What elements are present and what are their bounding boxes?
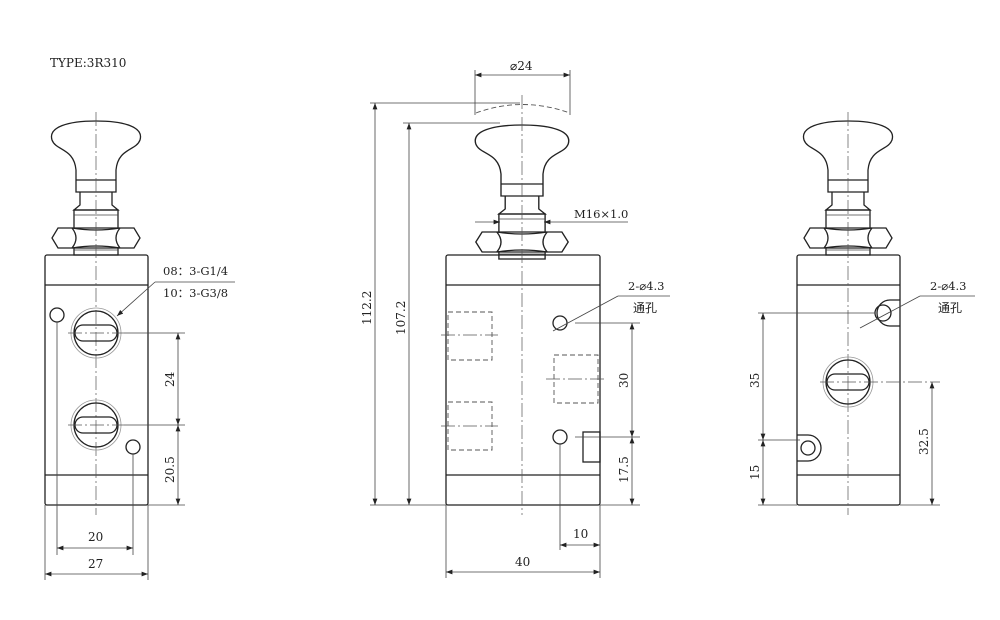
hole-label: 2-⌀4.3 <box>930 279 966 293</box>
dim-hole-spacing: 20 <box>88 530 103 544</box>
hole-note: 通孔 <box>633 301 657 315</box>
dim-hole-to-bottom: 17.5 <box>617 456 631 483</box>
dim-port-to-bottom: 20.5 <box>163 456 177 483</box>
dim-thread: M16×1.0 <box>574 207 628 221</box>
dim-total-height: 107.2 <box>394 301 408 335</box>
hole-note: 通孔 <box>938 301 962 315</box>
dim-knob-dia: ⌀24 <box>510 59 533 73</box>
port-label-2: 10：3-G3/8 <box>163 286 228 300</box>
dim-hole-to-bottom: 15 <box>748 465 762 480</box>
right-view: 35 15 32.5 2-⌀4.3 通孔 <box>748 112 975 515</box>
hole-label: 2-⌀4.3 <box>628 279 664 293</box>
dim-width: 40 <box>515 555 530 569</box>
dim-hole-spacing: 30 <box>617 373 631 388</box>
left-view: 24 20.5 20 27 08：3-G1/4 10：3-G3/8 <box>44 112 235 580</box>
dim-port-spacing: 24 <box>163 371 177 387</box>
dim-port-to-bottom: 32.5 <box>917 428 931 455</box>
port-label-1: 08：3-G1/4 <box>163 264 228 278</box>
dim-hole-to-edge: 10 <box>573 527 588 541</box>
dim-width: 27 <box>88 557 103 571</box>
front-view: ⌀24 112.2 107.2 M16×1.0 30 17.5 2-⌀4.3 通… <box>360 59 670 578</box>
drawing-title: TYPE:3R310 <box>50 56 126 70</box>
dim-total-height-pressed: 112.2 <box>360 291 374 325</box>
dim-hole-spacing: 35 <box>748 373 762 388</box>
